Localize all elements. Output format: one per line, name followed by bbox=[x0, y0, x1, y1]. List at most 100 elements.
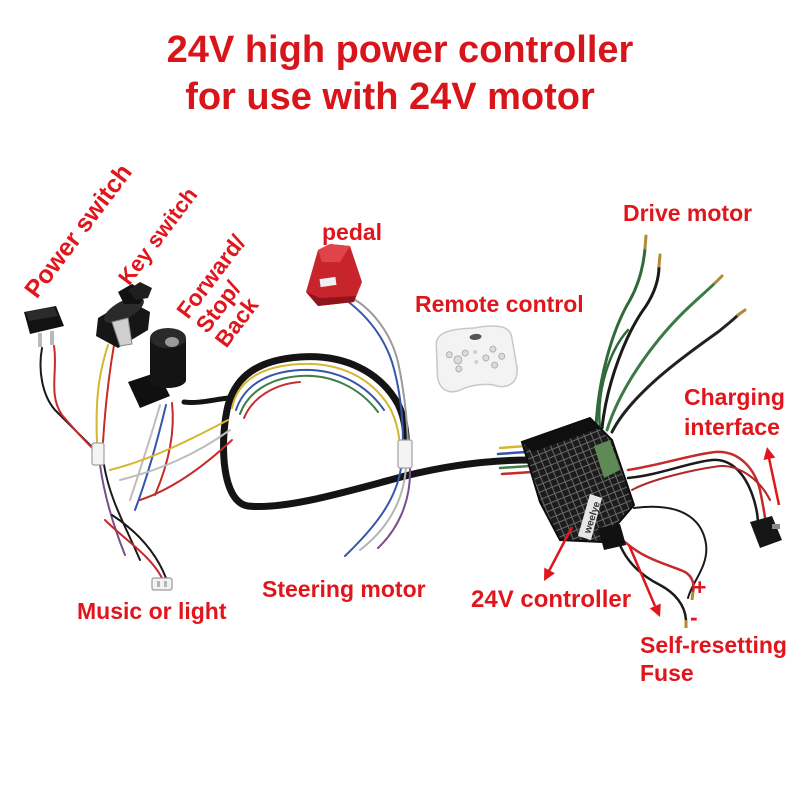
wire-green bbox=[239, 374, 379, 415]
switch-wire-connector bbox=[91, 442, 105, 466]
steering-motor-wires bbox=[344, 467, 412, 557]
remote-button bbox=[453, 355, 463, 365]
arrow-charging-line bbox=[767, 457, 781, 506]
wire-blue bbox=[134, 404, 167, 511]
remote-body bbox=[435, 325, 518, 393]
remote-button bbox=[455, 365, 463, 373]
controller-top bbox=[522, 418, 600, 452]
controller-wire-stubs bbox=[496, 444, 534, 476]
connector-housing bbox=[151, 577, 173, 591]
charging-wires bbox=[626, 450, 771, 599]
wire-stub-blue bbox=[496, 450, 528, 456]
arrow-charging-head bbox=[763, 447, 776, 460]
wire-yellow bbox=[95, 344, 109, 443]
pedal-base bbox=[306, 292, 356, 306]
wire-gray bbox=[351, 297, 409, 443]
wire-red bbox=[53, 345, 101, 456]
label-line: interface bbox=[684, 414, 780, 440]
wire-black bbox=[610, 313, 740, 434]
wire-yellow bbox=[231, 362, 401, 453]
wire-red bbox=[154, 402, 174, 496]
wire-blue bbox=[344, 467, 402, 557]
label-music-or-light: Music or light bbox=[77, 598, 227, 624]
label-24v-controller: 24V controller bbox=[471, 586, 632, 613]
fuse-wires bbox=[616, 538, 695, 622]
pedal-sticker bbox=[319, 276, 337, 288]
wire-black bbox=[600, 264, 661, 430]
label-steering-motor: Steering motor bbox=[262, 576, 426, 602]
wire-blue bbox=[345, 299, 404, 443]
wire-red bbox=[631, 464, 771, 501]
switch-pin bbox=[50, 331, 54, 345]
terminal-tip bbox=[643, 234, 648, 250]
label-positive: + bbox=[693, 574, 707, 600]
wire-stub-red bbox=[500, 470, 534, 476]
wire-black bbox=[103, 464, 141, 561]
label-charging-interface: Charging interface bbox=[684, 382, 785, 442]
switch-pin bbox=[38, 333, 42, 347]
wire-green bbox=[594, 246, 647, 430]
wire-red bbox=[139, 439, 233, 501]
terminal-tip bbox=[736, 308, 747, 317]
terminal-tip bbox=[713, 274, 724, 285]
wire-yellow bbox=[109, 419, 229, 471]
label-line: Charging bbox=[684, 384, 785, 410]
label-self-resetting-fuse: Self-resetting Fuse bbox=[640, 631, 787, 687]
wire-stub-yellow bbox=[498, 444, 528, 450]
key-head bbox=[128, 282, 152, 300]
remote-button bbox=[473, 350, 478, 355]
wire-black bbox=[39, 347, 96, 451]
label-line: Self-resetting bbox=[640, 632, 787, 658]
wire-green bbox=[598, 328, 630, 430]
silver-key bbox=[111, 317, 133, 347]
pedal-highlight bbox=[318, 244, 350, 262]
charging-connector-pin bbox=[772, 524, 780, 529]
wire-purple bbox=[377, 467, 412, 549]
forward-stop-back-switch bbox=[128, 328, 186, 408]
harness-branch bbox=[181, 395, 231, 405]
pedal-body bbox=[306, 244, 362, 306]
wire-stub-green bbox=[498, 464, 532, 470]
controller-plug bbox=[598, 524, 626, 550]
arrow-controller-head bbox=[544, 567, 555, 581]
wire-green bbox=[605, 281, 717, 432]
wire-red bbox=[243, 381, 301, 419]
rocker-top bbox=[26, 307, 58, 321]
connector-pin bbox=[157, 581, 160, 587]
controller: weelye bbox=[520, 416, 636, 550]
switch-bottom bbox=[150, 372, 186, 388]
wire-white bbox=[359, 467, 407, 551]
drive-motor-terminals bbox=[643, 234, 747, 317]
wire-black bbox=[111, 514, 167, 579]
callout-arrows bbox=[544, 447, 781, 617]
wire-white bbox=[119, 429, 231, 481]
wire-red bbox=[102, 344, 115, 443]
controller-label-strip bbox=[578, 494, 602, 540]
arrow-controller-line bbox=[547, 526, 574, 572]
remote-indicator bbox=[469, 333, 482, 340]
remote-button bbox=[489, 345, 497, 353]
arrow-fuse-head bbox=[649, 603, 661, 617]
label-line: Fuse bbox=[640, 660, 694, 686]
key-switch bbox=[96, 282, 152, 348]
fuse-lead-tip bbox=[690, 591, 695, 601]
music-light-connector bbox=[151, 577, 173, 591]
label-remote-control: Remote control bbox=[415, 291, 584, 317]
drive-motor-wires bbox=[594, 246, 740, 434]
remote-button bbox=[482, 354, 490, 362]
wire-blue bbox=[235, 368, 385, 411]
remote-button bbox=[474, 359, 479, 364]
wire-red bbox=[626, 450, 768, 527]
label-pedal: pedal bbox=[322, 219, 383, 245]
power-switch bbox=[24, 306, 64, 347]
arrow-fuse-line bbox=[627, 544, 657, 607]
switch-wires bbox=[39, 344, 233, 579]
label-drive-motor: Drive motor bbox=[623, 200, 753, 226]
pedal bbox=[306, 244, 362, 306]
pedal-wires bbox=[345, 297, 409, 443]
wire-purple bbox=[99, 464, 126, 556]
remote-button bbox=[461, 349, 469, 357]
charging-connector bbox=[750, 516, 782, 548]
terminal-tip bbox=[657, 253, 662, 268]
